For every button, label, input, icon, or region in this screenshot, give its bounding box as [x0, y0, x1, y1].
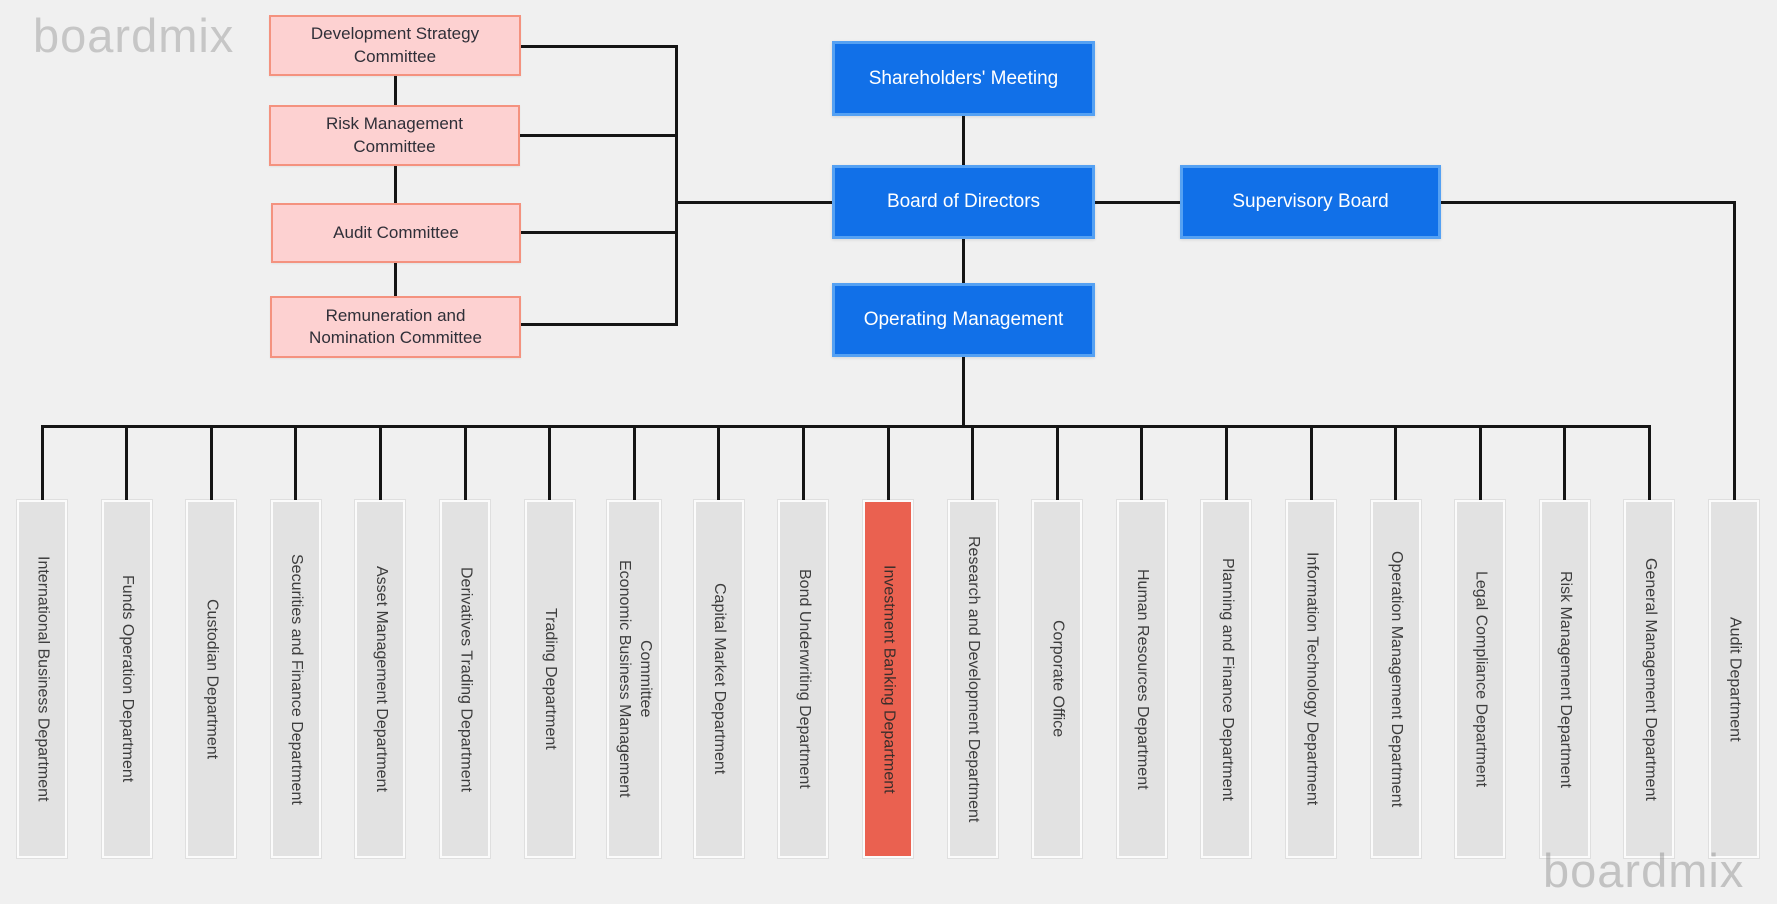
connector-board-supervisory: [1095, 200, 1180, 204]
connector-department-drop: [1140, 426, 1144, 500]
department-box[interactable]: Operation Management Department: [1370, 500, 1421, 858]
department-label: Risk Management Department: [1557, 570, 1575, 788]
committee-label: Development Strategy Committee: [310, 24, 480, 66]
connector-department-drop: [1478, 426, 1482, 500]
connector-department-drop: [1224, 426, 1228, 500]
boardmix-watermark-top: boardmix: [33, 9, 235, 62]
connector-department-drop: [463, 426, 467, 500]
connector-committee-4: [521, 322, 678, 326]
org-node-shareholders-meeting[interactable]: Shareholders' Meeting: [832, 41, 1095, 116]
department-label: Audit Department: [1726, 616, 1744, 742]
connector-department-drop: [971, 426, 975, 500]
department-label: Capital Market Department: [711, 583, 729, 775]
connector-department-drop: [209, 426, 213, 500]
connector-supervisory-audit: [1732, 200, 1736, 500]
department-label: International Business Department: [34, 556, 52, 802]
department-label: General Management Department: [1641, 557, 1659, 801]
connector-shareholders-board: [961, 116, 965, 165]
org-node-label: Supervisory Board: [1232, 191, 1389, 213]
committee-node-development-strategy[interactable]: Development Strategy Committee: [269, 15, 521, 76]
department-box[interactable]: Research and Development Department: [947, 500, 998, 858]
connector-department-drop: [40, 426, 44, 500]
connector-committee-stack: [393, 166, 397, 203]
connector-department-drop: [1055, 426, 1059, 500]
department-box[interactable]: Economic Business Management Committee: [607, 500, 662, 858]
department-label: Asset Management Department: [372, 566, 390, 792]
connector-committee-trunk: [675, 44, 678, 326]
department-label: Information Technology Department: [1303, 552, 1321, 806]
connector-committee-stack: [393, 76, 397, 105]
connector-department-drop: [294, 426, 298, 500]
connector-department-drop: [886, 426, 890, 500]
department-box[interactable]: Legal Compliance Department: [1455, 500, 1506, 858]
department-box-highlighted[interactable]: Investment Banking Department: [863, 500, 913, 858]
org-node-operating-management[interactable]: Operating Management: [832, 283, 1095, 357]
org-node-label: Board of Directors: [886, 191, 1041, 213]
connector-board-operating: [961, 239, 965, 283]
department-box[interactable]: Planning and Finance Department: [1201, 500, 1252, 858]
connector-department-drop: [378, 426, 382, 500]
connector-committee-stack: [393, 263, 397, 296]
department-label: Trading Department: [541, 608, 559, 750]
department-box[interactable]: Funds Operation Department: [101, 500, 152, 858]
department-box[interactable]: Capital Market Department: [693, 500, 744, 858]
connector-operating-rail: [961, 357, 965, 426]
department-label: Human Resources Department: [1134, 568, 1152, 790]
org-node-supervisory-board[interactable]: Supervisory Board: [1180, 165, 1441, 239]
org-node-label: Shareholders' Meeting: [868, 67, 1059, 89]
department-box[interactable]: Trading Department: [524, 500, 575, 858]
department-label: Economic Business Management Committee: [616, 560, 654, 798]
department-box[interactable]: General Management Department: [1624, 500, 1675, 858]
department-label: Operation Management Department: [1387, 550, 1405, 808]
department-label: Securities and Finance Department: [288, 553, 306, 805]
committee-label: Remuneration and Nomination Committee: [309, 305, 482, 347]
connector-committee-1: [521, 44, 678, 48]
connector-distribution-rail: [40, 424, 1651, 428]
connector-department-drop: [717, 426, 721, 500]
committee-node-audit[interactable]: Audit Committee: [271, 203, 521, 263]
department-label: Bond Underwriting Department: [795, 569, 813, 789]
connector-department-drop: [801, 426, 805, 500]
department-box[interactable]: Derivatives Trading Department: [440, 500, 490, 858]
committee-node-remuneration-nomination[interactable]: Remuneration and Nomination Committee: [270, 296, 521, 358]
department-label: Derivatives Trading Department: [457, 566, 475, 792]
connector-trunk-to-board: [676, 200, 832, 204]
department-label: Funds Operation Department: [118, 575, 136, 783]
department-box[interactable]: Risk Management Department: [1539, 500, 1590, 858]
department-label: Corporate Office: [1049, 620, 1067, 738]
connector-supervisory-elbow: [1441, 200, 1736, 204]
connector-committee-2: [519, 134, 678, 137]
department-box[interactable]: Audit Department: [1709, 500, 1759, 858]
connector-department-drop: [1309, 426, 1313, 500]
connector-department-drop: [125, 426, 129, 500]
boardmix-watermark-bottom: boardmix: [1543, 844, 1745, 897]
department-box[interactable]: Securities and Finance Department: [270, 500, 321, 858]
connector-department-drop: [1647, 426, 1651, 500]
department-box[interactable]: Bond Underwriting Department: [778, 500, 829, 858]
connector-department-drop: [1394, 426, 1398, 500]
department-label: Investment Banking Department: [880, 564, 898, 794]
department-box[interactable]: Corporate Office: [1032, 500, 1083, 858]
department-box[interactable]: Custodian Department: [186, 500, 237, 858]
department-box[interactable]: Human Resources Department: [1116, 500, 1167, 858]
committee-label: Audit Committee: [333, 222, 459, 242]
department-label: Custodian Department: [203, 598, 221, 760]
department-label: Legal Compliance Department: [1472, 570, 1490, 788]
department-box[interactable]: Information Technology Department: [1286, 500, 1336, 858]
connector-committee-3: [521, 230, 678, 234]
department-label: Planning and Finance Department: [1218, 557, 1236, 801]
committee-node-risk-management[interactable]: Risk Management Committee: [269, 105, 520, 166]
org-node-label: Operating Management: [863, 309, 1064, 331]
connector-department-drop: [1563, 426, 1567, 500]
connector-department-drop: [632, 426, 636, 500]
department-label: Research and Development Department: [964, 535, 982, 823]
committee-label: Risk Management Committee: [325, 114, 463, 156]
connector-department-drop: [548, 426, 552, 500]
org-node-board-of-directors[interactable]: Board of Directors: [832, 165, 1095, 239]
department-box[interactable]: International Business Department: [17, 500, 67, 858]
department-box[interactable]: Asset Management Department: [355, 500, 406, 858]
